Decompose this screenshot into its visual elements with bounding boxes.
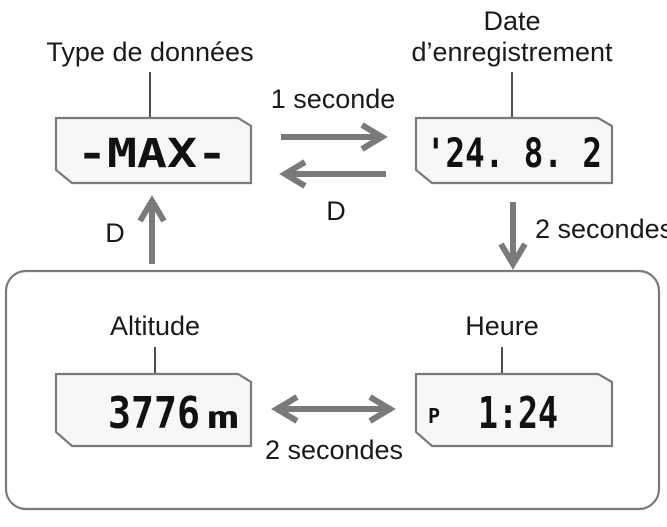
max-display-text: -MAX-	[77, 131, 227, 177]
altitude-display-panel	[54, 372, 253, 448]
max-display-panel	[54, 116, 253, 185]
button-d-label-center: D	[326, 196, 346, 226]
time-label: Heure	[465, 311, 539, 341]
date-display-text: '24. 8. 2	[426, 131, 602, 177]
button-d-label-left: D	[105, 218, 125, 248]
one-second-label: 1 seconde	[271, 84, 396, 114]
data-type-label: Type de données	[46, 37, 253, 67]
time-pm-indicator: P	[428, 404, 440, 428]
altitude-label: Altitude	[110, 311, 200, 341]
altitude-display-unit: m	[207, 401, 239, 436]
two-seconds-label-right: 2 secondes	[535, 214, 667, 244]
left-arrow-icon	[279, 159, 307, 189]
up-arrow-icon	[137, 195, 167, 223]
down-arrow-icon	[498, 242, 528, 270]
two-seconds-label-bottom: 2 secondes	[265, 435, 403, 465]
bidirectional-arrow-left-icon	[271, 394, 299, 424]
record-date-label-line2: d’enregistrement	[411, 37, 613, 67]
bidirectional-arrow-right-icon	[368, 394, 396, 424]
auto-cycle-group-box	[4, 269, 661, 511]
date-display-panel	[414, 116, 614, 185]
altitude-display-value: 3776	[108, 388, 200, 439]
record-date-label-line1: Date	[483, 6, 540, 36]
time-display-value: 1:24	[478, 388, 558, 439]
time-display-panel	[414, 372, 614, 448]
right-arrow-icon	[360, 122, 388, 152]
